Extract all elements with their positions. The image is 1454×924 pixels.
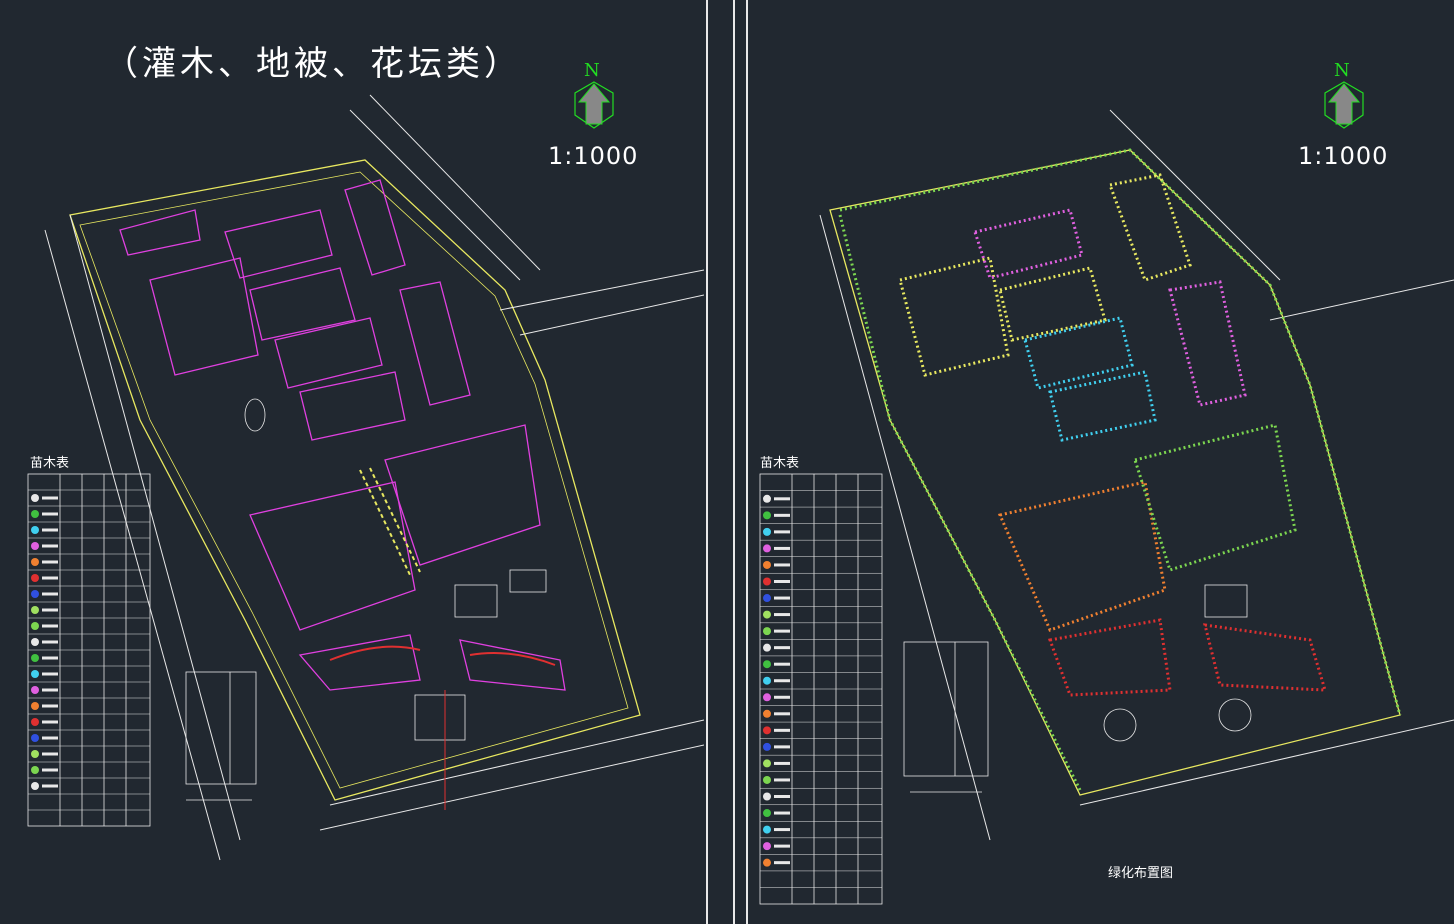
- plant-symbol-icon: [31, 590, 39, 598]
- plant-symbol-icon: [763, 726, 771, 735]
- plant-symbol-icon: [763, 709, 771, 718]
- drawing-title: （灌木、地被、花坛类）: [104, 44, 522, 84]
- plant-symbol-icon: [31, 702, 39, 710]
- plant-symbol-icon: [763, 560, 771, 569]
- plant-symbol-icon: [763, 577, 771, 586]
- plant-symbol-icon: [31, 750, 39, 758]
- sheet-divider: [706, 0, 708, 924]
- plant-symbol-icon: [763, 527, 771, 536]
- sheet-divider: [733, 0, 735, 924]
- plant-symbol-icon: [763, 759, 771, 768]
- sheet-divider: [746, 0, 748, 924]
- right-planting-plan: [759, 81, 1454, 905]
- plant-symbol-icon: [763, 594, 771, 603]
- plant-symbol-icon: [31, 606, 39, 614]
- right-drawing-panel: N: [750, 0, 1454, 924]
- plant-symbol-icon: [31, 622, 39, 630]
- plant-symbol-icon: [31, 734, 39, 742]
- plant-symbol-icon: [31, 526, 39, 534]
- left-drawing-panel: （灌木、地被、花坛类） N: [0, 0, 704, 924]
- plant-symbol-icon: [763, 842, 771, 851]
- plant-symbol-icon: [31, 542, 39, 550]
- north-arrow-icon: [574, 81, 614, 129]
- north-label: N: [1334, 60, 1350, 81]
- plant-symbol-icon: [31, 782, 39, 790]
- plant-symbol-icon: [31, 510, 39, 518]
- plant-symbol-icon: [31, 654, 39, 662]
- plant-symbol-icon: [763, 544, 771, 553]
- plant-table-title: 苗木表: [760, 456, 800, 471]
- plant-symbol-icon: [31, 670, 39, 678]
- plant-symbol-icon: [763, 742, 771, 751]
- plant-symbol-icon: [763, 610, 771, 619]
- left-site-plan: [27, 81, 704, 861]
- plant-symbol-icon: [763, 660, 771, 669]
- plant-symbol-icon: [763, 792, 771, 801]
- drawing-caption: 绿化布置图: [1108, 866, 1174, 881]
- plant-symbol-icon: [31, 558, 39, 566]
- north-label: N: [584, 60, 600, 81]
- plant-symbol-icon: [763, 643, 771, 652]
- plant-symbol-icon: [763, 809, 771, 818]
- plant-symbol-icon: [763, 825, 771, 834]
- plant-symbol-icon: [763, 693, 771, 702]
- plant-symbol-icon: [31, 638, 39, 646]
- plant-symbol-icon: [763, 676, 771, 685]
- plant-symbol-icon: [31, 686, 39, 694]
- scale-label: 1:1000: [1298, 142, 1389, 170]
- plant-symbol-icon: [763, 858, 771, 867]
- plant-symbol-icon: [763, 627, 771, 636]
- plant-symbol-icon: [763, 775, 771, 784]
- plant-symbol-icon: [31, 494, 39, 502]
- plant-symbol-icon: [763, 494, 771, 503]
- north-arrow-icon: [1324, 81, 1364, 129]
- scale-label: 1:1000: [548, 142, 639, 170]
- plant-symbol-icon: [31, 574, 39, 582]
- plant-symbol-icon: [31, 718, 39, 726]
- plant-table-title: 苗木表: [30, 456, 70, 471]
- plant-symbol-icon: [763, 511, 771, 520]
- plant-symbol-icon: [31, 766, 39, 774]
